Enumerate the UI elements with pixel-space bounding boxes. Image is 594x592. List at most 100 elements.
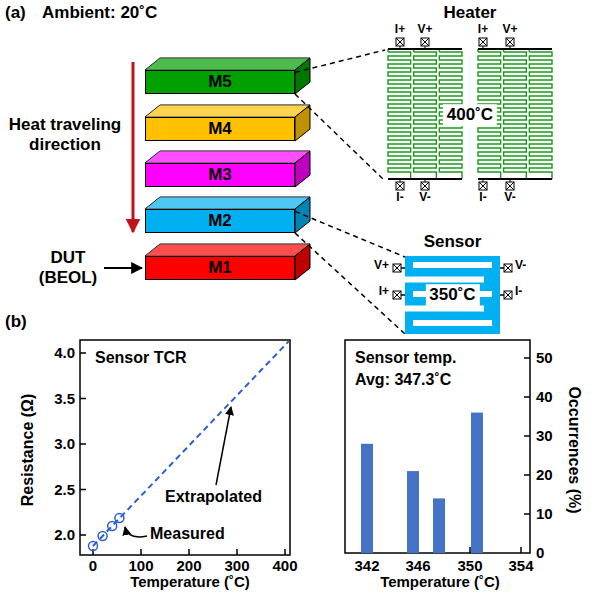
probe-pad [504,291,512,299]
tick-label: 3.0 [54,435,75,452]
metal-layer-faces [145,105,310,117]
tcr-plot [188,549,190,555]
tcr-plot [80,353,285,555]
probe-pad [506,182,514,190]
probe-pad [479,38,487,46]
pin-name: I+ [478,23,488,37]
tcr-plot [115,514,124,523]
heater-meander [414,52,437,176]
tcr-plot [236,549,238,555]
metal-layer-faces [145,244,310,256]
probe-pad [396,182,404,190]
tick-label: 400 [272,557,297,574]
sensor-resistor [405,277,484,283]
metal-layer-faces [145,197,310,209]
heater-box: Heater 400˚C [385,3,555,181]
tcr-plot [284,549,286,555]
pin-name: I- [515,285,522,299]
metal-layer-faces [295,58,310,94]
probe-pad [393,264,401,272]
probe-pad [483,46,484,49]
heater-meander [504,52,527,176]
metal-layer-faces [295,197,310,233]
pin-name: V+ [374,259,389,273]
pin-name: V+ [417,23,432,37]
histogram [345,340,530,553]
device-label: DUT (BEOL) [33,248,103,287]
pin-name: V- [419,191,430,205]
dut-arrow [104,267,142,269]
probe-pad [393,38,514,299]
probe-pad [393,291,401,299]
probe-pad [425,46,426,49]
metal-layer-faces [295,151,310,187]
tcr-plot [98,532,107,541]
probe-pad [504,264,512,272]
callout-dashed-line [295,94,385,181]
metal-layer-faces [145,197,310,209]
metal-layer-faces [145,58,310,280]
metal-layer: M3 [145,163,295,187]
tcr-plot [125,527,147,537]
probe-pad [421,38,429,46]
callout-dashed-line [295,233,405,334]
probe-pad [393,264,401,272]
tick-label: 200 [176,557,201,574]
metal-layer-faces [145,244,310,256]
histogram [520,547,522,553]
temperature-label: 350˚C [425,284,479,306]
histogram [361,413,483,553]
temperature-label: 400˚C [443,104,497,126]
metal-layer: M1 [145,256,295,280]
heat-arrow [132,62,135,232]
tick-label: 20 [536,466,553,483]
tick-label: 4.0 [54,344,75,361]
sensor-resistor [401,267,405,269]
tcr-plot [80,398,86,400]
probe-pad [421,182,429,190]
metal-layer-faces [295,151,310,187]
pin-name: I- [479,191,486,205]
layer-name: M4 [208,119,232,139]
tick-label: 50 [536,349,553,366]
metal-layer: M4 [145,117,295,141]
tick-label: 10 [536,505,553,522]
probe-pad [479,182,487,190]
tcr-plot [80,489,86,491]
histogram [471,413,483,553]
annotation: Avg: 347.3˚C [355,371,451,389]
metal-layer-faces [145,151,310,163]
tick-label: 0 [89,557,97,574]
metal-layer-faces [295,105,310,141]
metal-layer: M5 [145,70,295,94]
histogram [524,357,530,359]
tick-label: 2.0 [54,526,75,543]
probe-pad [425,179,426,182]
probe-pad [483,179,484,182]
tcr-plot [89,542,98,551]
probe-pad [396,38,404,46]
axis-title: Temperature (˚C) [130,573,250,590]
metal-layer-faces [295,244,310,280]
sensor-box: Sensor350˚C [405,232,500,334]
sensor-resistor [413,262,492,268]
pin-name: V- [515,259,526,273]
plot-title: Sensor temp. [355,349,456,367]
panel-letter: (b) [5,312,27,332]
sensor-resistor [401,256,504,334]
pin-name: I- [396,191,403,205]
tcr-plot [216,407,231,485]
heater-meander [388,49,552,179]
probe-pad [510,179,511,182]
tick-label: 3.5 [54,390,75,407]
axis-title: Occurrences (%) [565,386,583,513]
pin-name: V- [504,191,515,205]
histogram [524,435,530,437]
part-heading: Heater [444,3,497,23]
heater-meander [529,52,552,176]
layer-name: M1 [208,258,232,278]
metal-layer-faces [295,105,310,141]
ambient-note: Ambient: 20˚C [42,3,157,23]
